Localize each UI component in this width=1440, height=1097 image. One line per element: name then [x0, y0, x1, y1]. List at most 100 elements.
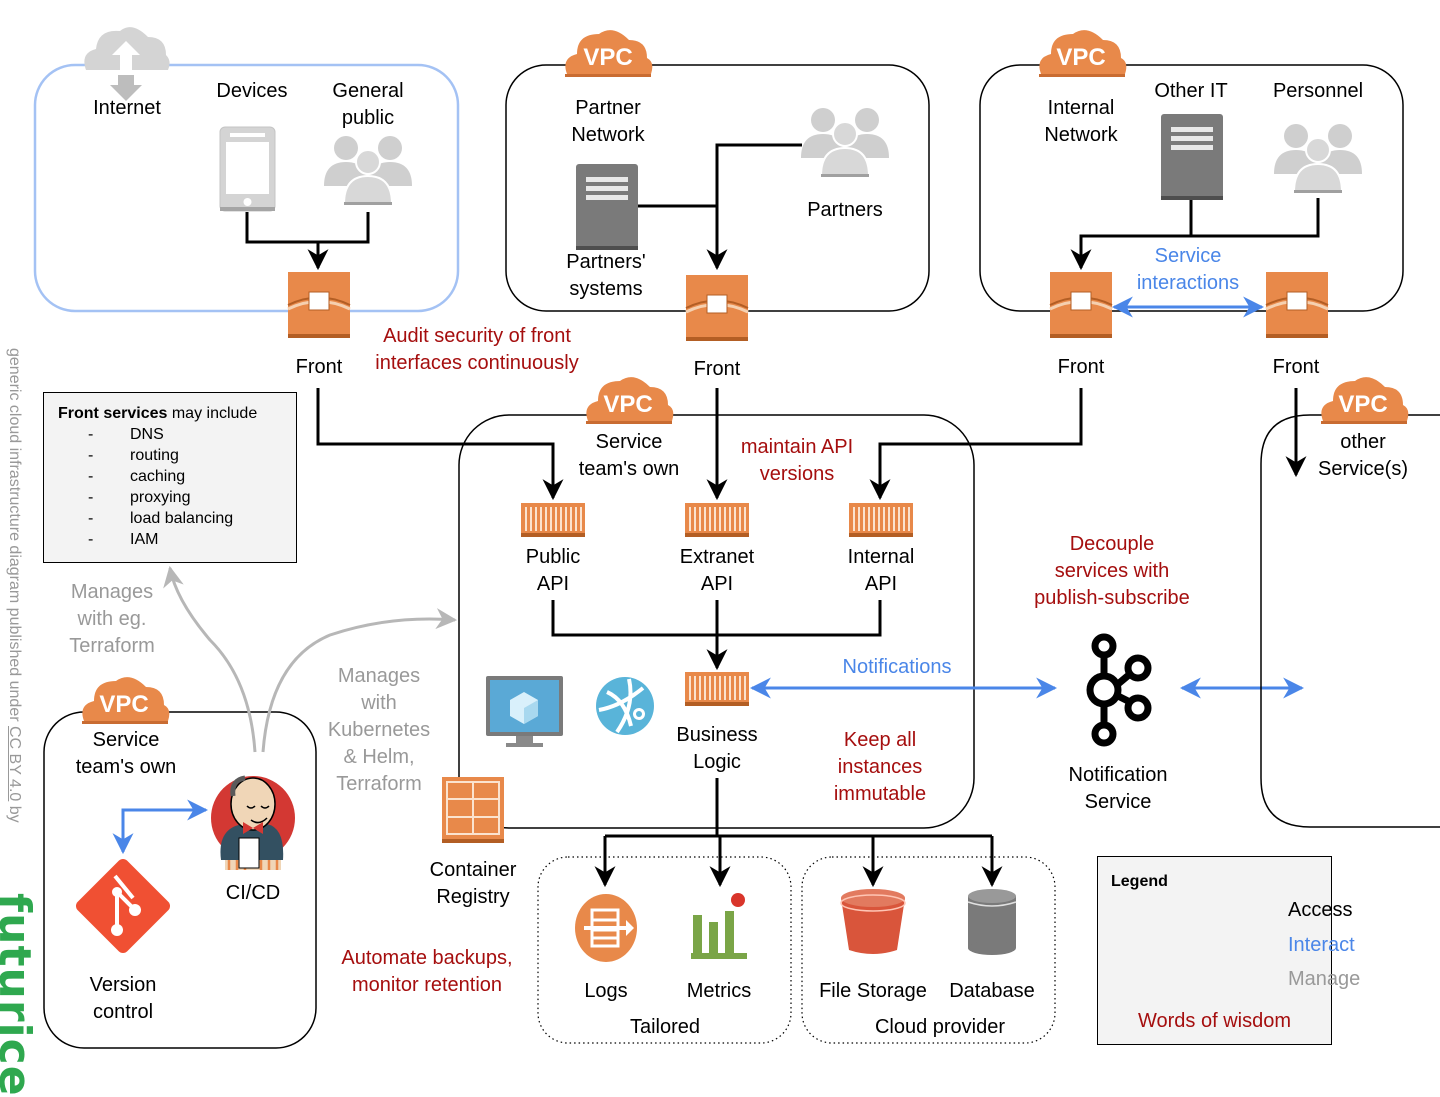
legend-box: Legend Access Interact Manage Words of w… [1097, 856, 1360, 1045]
vm-monitor-icon [486, 676, 563, 747]
access-arrow-public-api [316, 388, 564, 501]
business-logic-icon [684, 671, 750, 707]
vpc-label-cicd: VPC [99, 691, 149, 718]
jenkins-cicd-icon [211, 775, 295, 870]
tailored-group-label: Tailored [629, 1016, 701, 1038]
futurice-logo: futurice [0, 893, 40, 1097]
wisdom-audit-security: Audit security of front interfaces conti… [375, 325, 579, 374]
internal-network-label: Internal Network [1044, 97, 1118, 146]
manage-terraform-label: Manages with eg. Terraform [69, 581, 155, 657]
file-storage-label: File Storage [819, 980, 927, 1002]
license-link[interactable]: CC BY 4.0 [6, 726, 23, 802]
legend-wisdom-label: Words of wisdom [1138, 1010, 1292, 1032]
notification-service-label: Notification Service [1068, 764, 1168, 813]
other-services-zone-box [1260, 414, 1440, 828]
tailored-group-box [537, 856, 792, 1044]
manage-k8s-label: Manages with Kubernetes & Helm, Terrafor… [327, 665, 431, 795]
front-service-item: proxying [58, 487, 296, 508]
other-it-label: Other IT [1154, 80, 1228, 102]
public-api-label: Public API [525, 546, 581, 595]
manage-arrow-service-vpc [261, 608, 458, 753]
partners-label: Partners [807, 199, 883, 221]
git-version-control-icon [75, 858, 171, 954]
internal-api-label: Internal API [847, 546, 915, 595]
app-service-globe-icon [596, 677, 654, 735]
public-api-icon [520, 502, 586, 538]
front-service-item: IAM [58, 529, 296, 550]
front-label-internet: Front [295, 356, 343, 378]
kafka-notification-icon [1086, 633, 1152, 747]
legend-manage-label: Manage [1288, 968, 1361, 990]
partner-network-label: Partner Network [571, 97, 645, 146]
vpc-label-service: VPC [603, 391, 653, 418]
vpc-label-internal: VPC [1056, 44, 1106, 71]
legend-access-label: Access [1288, 899, 1353, 921]
front-service-item: caching [58, 466, 296, 487]
database-cylinder-icon [967, 889, 1017, 955]
front-service-item: load balancing [58, 508, 296, 529]
wisdom-decouple: Decouple services with publish-subscribe [1034, 533, 1190, 609]
manage-arrow-front-services [163, 565, 257, 753]
devices-label: Devices [216, 80, 288, 102]
attribution-text: generic cloud infrastructure diagram pub… [6, 348, 23, 823]
internal-api-icon [848, 502, 914, 538]
interact-arrow-vcs-cicd [112, 799, 209, 855]
front-services-list: DNS routing caching proxying load balanc… [58, 424, 296, 550]
devices-phone-icon [219, 126, 276, 212]
extranet-api-label: Extranet API [679, 546, 755, 595]
container-registry-label: Container Registry [429, 859, 517, 908]
metrics-icon [691, 893, 747, 959]
other-services-label: other Service(s) [1317, 431, 1408, 480]
notifications-label: Notifications [842, 656, 952, 678]
front-services-title: Front services may include [58, 405, 258, 422]
general-public-people-icon [323, 135, 413, 206]
access-line-partners [706, 143, 802, 271]
wisdom-immutable: Keep all instances immutable [833, 729, 927, 805]
internet-cloud-icon [84, 27, 170, 101]
partners-people-icon [800, 107, 890, 178]
access-line-other-it [1070, 200, 1193, 271]
extranet-api-icon [684, 502, 750, 538]
front-services-box: Front services may include DNS routing c… [43, 392, 297, 563]
front-icon-partner [684, 273, 750, 343]
logs-icon [575, 894, 637, 962]
access-arrow-internal-api [869, 388, 1083, 501]
cloud-provider-group-label: Cloud provider [874, 1016, 1006, 1038]
logs-label: Logs [584, 980, 628, 1002]
front-service-item: DNS [58, 424, 296, 445]
front-icon-internet [286, 270, 352, 340]
version-control-label: Version control [89, 974, 157, 1023]
general-public-label: General public [332, 80, 404, 129]
wisdom-api-versions: maintain API versions [740, 436, 854, 485]
wisdom-backups: Automate backups, monitor retention [341, 947, 513, 996]
vpc-label-partner: VPC [583, 44, 633, 71]
personnel-label: Personnel [1272, 80, 1364, 102]
vpc-label-other: VPC [1338, 391, 1388, 418]
container-registry-icon [442, 777, 504, 843]
front-icon-internal [1048, 270, 1114, 340]
front-label-internal-2: Front [1272, 356, 1320, 378]
partners-systems-server-icon [576, 164, 638, 250]
file-storage-bucket-icon [840, 889, 906, 954]
access-line-public [318, 212, 370, 244]
internet-label: Internet [93, 97, 161, 119]
front-service-item: routing [58, 445, 296, 466]
database-label: Database [949, 980, 1035, 1002]
front-icon-internal-2 [1264, 270, 1330, 340]
internet-zone-box [33, 63, 460, 313]
front-label-internal: Front [1057, 356, 1105, 378]
business-logic-label: Business Logic [676, 724, 758, 773]
other-it-server-icon [1161, 114, 1223, 200]
cicd-service-team-label: Service team's own [75, 729, 177, 778]
legend-title: Legend [1111, 873, 1168, 890]
cloud-provider-group-box [801, 856, 1056, 1044]
partners-systems-label: Partners' systems [566, 251, 646, 300]
access-line-personnel [1191, 198, 1320, 238]
service-interactions-label: Service interactions [1136, 245, 1240, 294]
cicd-zone-box [43, 711, 317, 1049]
access-arrow-devices-front [245, 212, 329, 271]
front-label-partner: Front [693, 358, 741, 380]
cicd-label: CI/CD [225, 882, 281, 904]
service-team-label: Service team's own [578, 431, 680, 480]
